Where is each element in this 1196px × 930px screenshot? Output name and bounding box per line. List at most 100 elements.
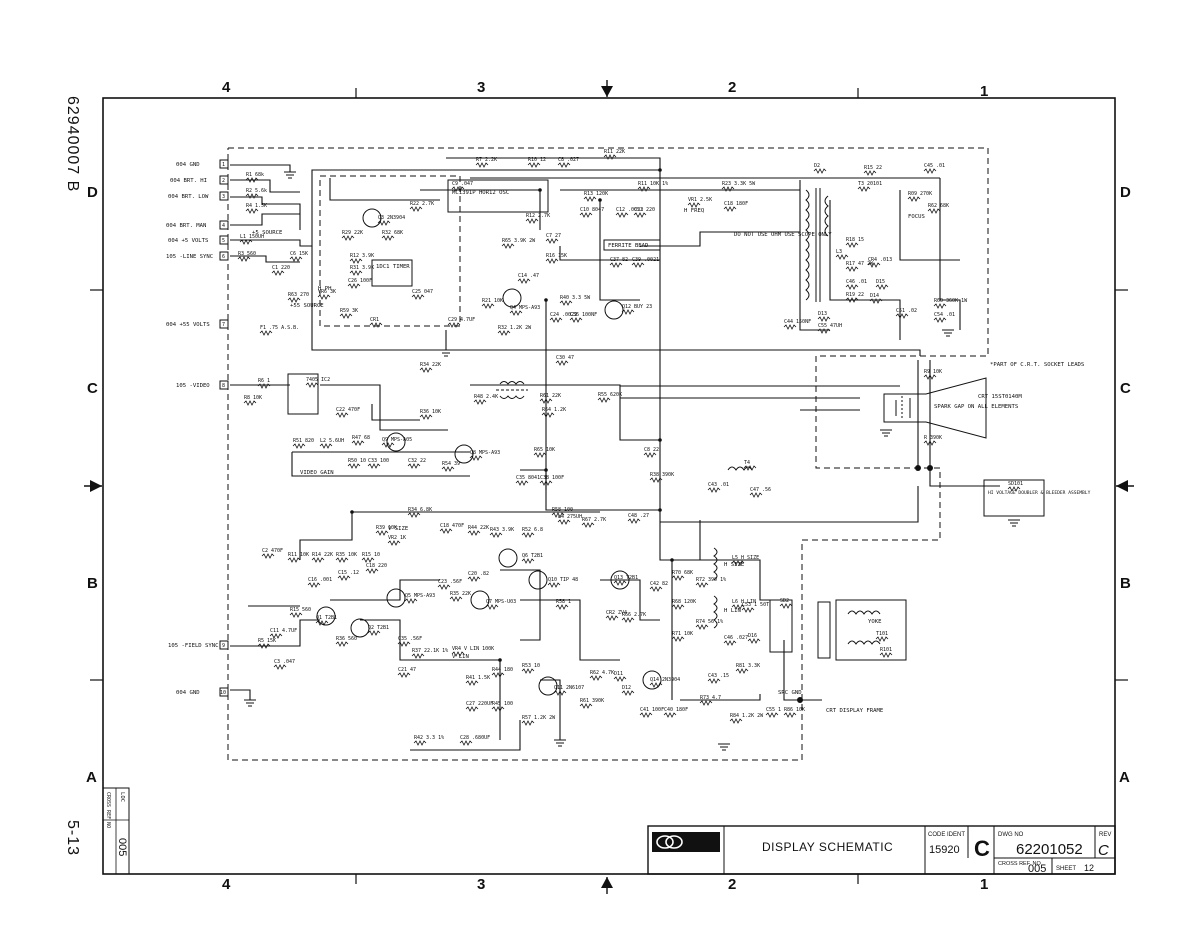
component-91: D13 — [817, 311, 831, 322]
component-label: C44 150NF — [784, 319, 811, 325]
component-glyph — [369, 322, 383, 328]
component-label: VR4 V LIN 100K — [452, 646, 494, 652]
component-glyph — [639, 712, 653, 718]
component-label: R35 22K — [450, 591, 471, 597]
yoke-coil-frame — [835, 599, 907, 661]
component-label: R31 3.9K — [350, 265, 374, 271]
component-80: L3 — [835, 249, 849, 260]
component-label: R21 10K — [482, 298, 503, 304]
component-122: R35 22K — [449, 591, 471, 602]
component-label: C26 100F — [348, 278, 372, 284]
component-glyph — [367, 463, 381, 469]
component-4: R3 560 — [237, 251, 256, 262]
ic-labels: MC1391P HOR12 OSC 1DC1 TIMER FERRITE BEA… — [252, 190, 925, 696]
component-11: 7405 IC2 — [305, 377, 330, 388]
component-glyph — [867, 262, 881, 268]
component-glyph — [845, 242, 859, 248]
component-48: C25 047 — [411, 289, 433, 300]
component-label: D16 — [748, 633, 757, 639]
svg-text:5: 5 — [222, 238, 225, 244]
component-54: Q4 MPS-A93 — [509, 305, 540, 316]
component-glyph — [723, 640, 737, 646]
component-174: T101 — [875, 631, 889, 642]
component-157: D12 — [621, 685, 635, 696]
component-88: C51 .02 — [895, 308, 917, 319]
component-glyph — [467, 576, 481, 582]
component-glyph — [579, 703, 593, 709]
zone-row-d-right: D — [1120, 184, 1131, 201]
svg-text:VIDEO GAIN: VIDEO GAIN — [300, 470, 334, 476]
component-126: C20 .82 — [467, 571, 489, 582]
svg-text:H PH: H PH — [318, 286, 331, 292]
svg-text:SPARK GAP ON ALL ELEMENTS: SPARK GAP ON ALL ELEMENTS — [934, 404, 1018, 410]
component-label: L6 H LIN — [732, 599, 756, 605]
component-label: R37 22.1K 1% — [412, 648, 448, 654]
junction-dots — [350, 168, 933, 703]
component-62: R12 2.7K — [525, 213, 550, 224]
component-label: Q3 2N3904 — [378, 215, 405, 221]
component-glyph — [671, 575, 685, 581]
component-label: Q4 MPS-A93 — [510, 305, 540, 311]
component-label: C8 22 — [644, 447, 659, 453]
component-label: R15 560 — [290, 607, 311, 613]
component-41: R22 2.7K — [409, 201, 434, 212]
component-label: R09 270K — [908, 191, 932, 197]
component-18: C32 22 — [407, 458, 426, 469]
component-134: R37 22.1K 1% — [411, 648, 448, 659]
ic2-7405 — [287, 373, 319, 415]
component-label: C47 .56 — [750, 487, 771, 493]
component-101: C18 470F — [439, 523, 464, 534]
component-label: R16 15K — [546, 253, 567, 259]
component-label: C24 .0022 — [550, 312, 577, 318]
component-glyph — [521, 668, 535, 674]
component-171: C55 1 — [765, 707, 781, 718]
zone-row-d-left: D — [87, 184, 98, 201]
component-glyph — [687, 202, 701, 208]
component-label: R59 3K — [340, 308, 358, 314]
component-glyph — [481, 303, 495, 309]
component-110: R11 10K — [287, 552, 309, 563]
component-142: R53 10 — [521, 663, 540, 674]
component-glyph — [539, 480, 553, 486]
component-glyph — [597, 397, 611, 403]
component-label: C48 .27 — [628, 513, 649, 519]
component-75: C45 .01 — [923, 163, 945, 174]
component-label: R54 39 — [442, 461, 460, 467]
component-label: C39 .0021 — [632, 257, 659, 263]
component-label: R11 10K 1% — [638, 181, 668, 187]
svg-text:+55 SOURCE: +55 SOURCE — [290, 303, 324, 309]
component-154: R74 56 1% — [695, 619, 723, 630]
component-glyph — [923, 168, 937, 174]
component-label: R32 1.2K 2W — [498, 325, 532, 331]
component-label: C41 100F — [640, 707, 664, 713]
component-glyph — [779, 603, 793, 609]
svg-text:9: 9 — [222, 643, 225, 649]
component-label: C12 .0022 — [616, 207, 643, 213]
centering-arrows — [84, 80, 1134, 894]
component-glyph — [307, 582, 321, 588]
component-label: D11 — [614, 671, 623, 677]
component-1: R2 5.6k — [245, 188, 267, 199]
sheet-border — [102, 97, 1116, 875]
component-163: R81 3.3K — [735, 663, 760, 674]
svg-text:8: 8 — [222, 383, 225, 389]
svg-text:DO NOT USE OHM USE SCOPE ONLY: DO NOT USE OHM USE SCOPE ONLY — [734, 232, 832, 238]
component-glyph — [361, 557, 375, 563]
component-label: R35 10K — [336, 552, 357, 558]
component-glyph — [489, 532, 503, 538]
component-label: R61 390K — [580, 698, 604, 704]
component-8: F1 .75 A.S.B. — [259, 325, 299, 336]
component-label: C18 470F — [440, 523, 464, 529]
component-73: D2 — [813, 163, 827, 174]
svg-text:FOCUS: FOCUS — [908, 214, 925, 220]
svg-text:4: 4 — [222, 223, 225, 229]
component-167: C46 .027 — [723, 635, 748, 646]
component-label: R8 10K — [244, 395, 262, 401]
transistors — [316, 208, 662, 696]
component-label: R13 120K — [584, 191, 608, 197]
component-glyph — [467, 530, 481, 536]
component-label: R1 68k — [246, 172, 264, 178]
doc-number: 62940007 B — [64, 96, 81, 192]
component-label: R15 22 — [864, 165, 882, 171]
